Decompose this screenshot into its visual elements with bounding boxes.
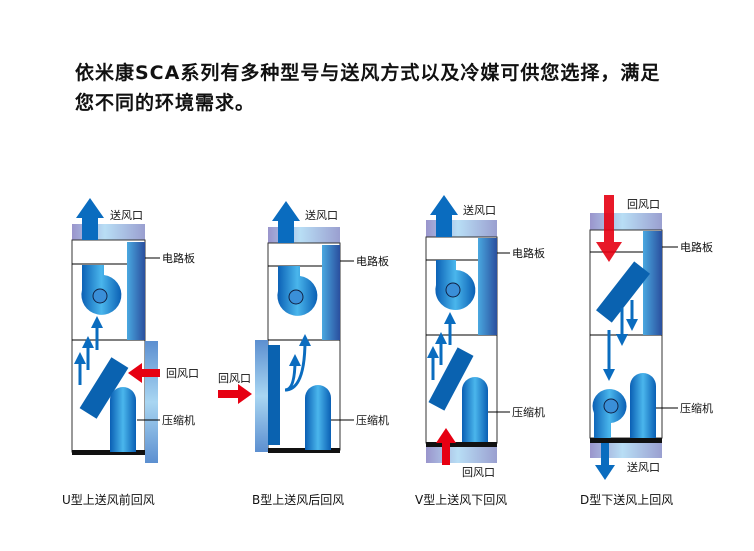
unit-d: 回风口 电路板 送风口 压缩机 D型下送风上回风 [580,195,713,507]
label-compressor: 压缩机 [512,405,545,419]
return-arrow-icon [128,363,160,383]
circuit-board [643,231,662,335]
supply-panel [590,443,662,458]
label-supply: 送风口 [627,460,660,474]
return-panel [426,447,497,463]
label-board: 电路板 [162,251,195,265]
base-bar [72,450,145,455]
circuit-board [322,245,340,340]
title-line-1: 依米康SCA系列有多种型号与送风方式以及冷媒可供您选择，满足 [75,62,661,84]
label-compressor: 压缩机 [162,413,195,427]
label-return: 回风口 [627,198,660,211]
compressor [110,387,136,452]
coil [268,345,280,445]
return-arrow-icon [596,195,622,262]
caption-b: B型上送风后回风 [252,492,344,507]
label-supply: 送风口 [463,203,496,217]
return-arrow-icon [218,384,252,404]
base-bar [426,442,497,447]
label-return: 回风口 [166,367,199,380]
coil [79,357,129,419]
fan-hub-icon [92,288,108,304]
supply-arrow-icon [272,201,300,243]
fan-icon [592,389,627,438]
return-panel [590,213,662,230]
unit-u: 送风口 电路板 回风口 压缩机 U型上送风前回风 [62,198,199,507]
label-board: 电路板 [356,254,389,268]
airflow-arrow-icon [284,334,311,392]
caption-d: D型下送风上回风 [580,492,673,507]
compressor [630,373,656,438]
fan-hub-icon [445,282,461,298]
return-panel [145,341,158,463]
supply-arrow-icon [595,443,615,480]
base-bar [590,438,662,443]
unit-b: 送风口 电路板 回风口 压缩机 B型上送风后回风 [218,201,389,507]
compressor [462,377,488,442]
caption-u: U型上送风前回风 [62,492,155,507]
label-supply: 送风口 [305,208,338,222]
coil [428,347,474,411]
title-line-2: 您不同的环境需求。 [75,92,256,114]
label-supply: 送风口 [110,208,143,222]
label-return: 回风口 [462,466,495,479]
label-board: 电路板 [512,246,545,260]
circuit-board [478,238,497,335]
compressor [305,385,331,450]
label-compressor: 压缩机 [680,401,713,415]
coil [596,261,650,323]
fan-hub-icon [603,398,619,414]
circuit-board [127,242,145,340]
fan-hub-icon [288,289,304,305]
return-panel [255,340,268,452]
unit-v: 送风口 电路板 回风口 压缩机 V型上送风下回风 [415,195,545,507]
base-bar [268,448,340,453]
return-arrow-icon [436,428,456,465]
supply-arrow-icon [430,195,458,237]
supply-arrow-icon [76,198,104,240]
caption-v: V型上送风下回风 [415,492,507,507]
label-compressor: 压缩机 [356,413,389,427]
label-board: 电路板 [680,240,713,254]
label-return: 回风口 [218,372,251,385]
